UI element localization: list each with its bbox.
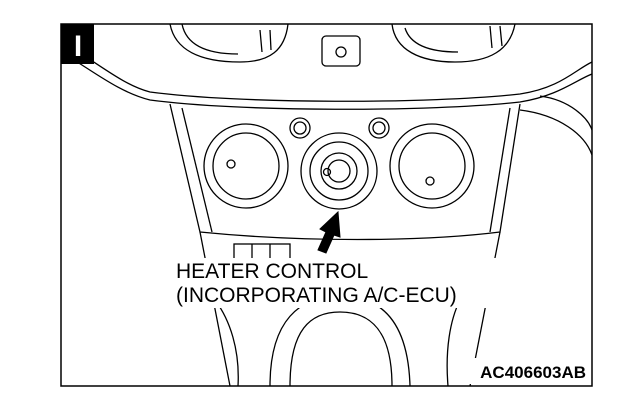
center-dial [300,132,378,210]
left-dial [203,123,289,209]
section-badge [61,24,94,64]
section-badge-label: I [74,30,82,63]
callout-title: HEATER CONTROL [176,260,368,283]
dash-upper-outline [61,41,592,102]
left-vent [169,24,289,63]
right-vent [391,24,516,63]
callout-subtitle: (INCORPORATING A/C-ECU) [176,284,457,307]
small-buttons [289,117,390,139]
callout-arrow [317,210,341,254]
diagram-frame [60,23,593,387]
dashboard-drawing [61,24,592,386]
hazard-switch [321,35,361,67]
center-panel [169,103,521,241]
right-dial [389,123,475,209]
figure-code: AC406603AB [480,363,586,382]
